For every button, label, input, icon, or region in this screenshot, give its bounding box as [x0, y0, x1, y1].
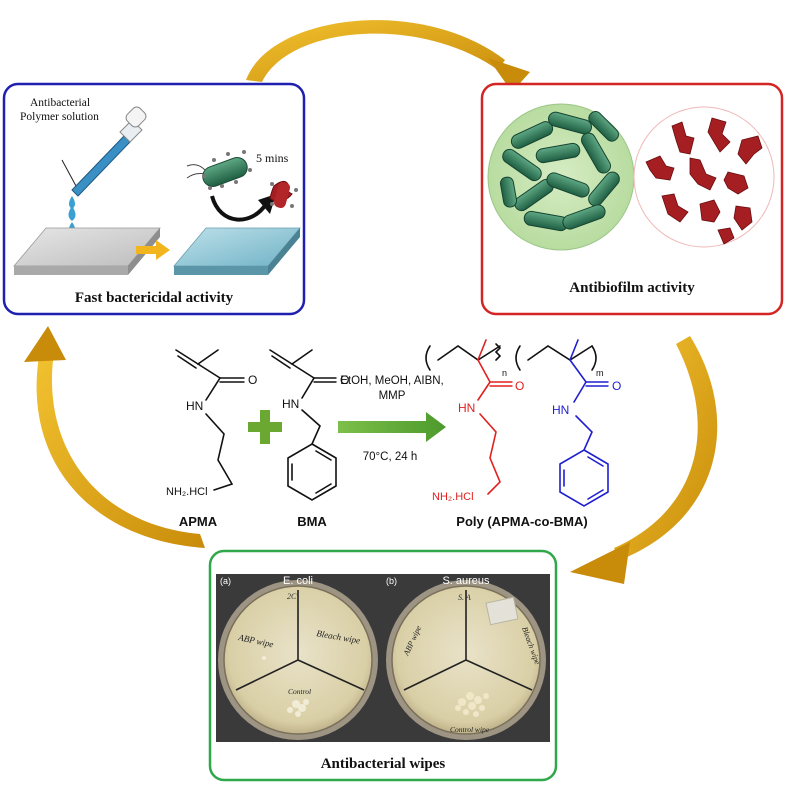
bma-structure	[269, 349, 337, 501]
product-bma-unit	[515, 339, 609, 507]
product-apma-unit	[425, 339, 513, 495]
cycle-arrow-right	[614, 336, 718, 560]
time-label: 5 mins	[256, 151, 289, 165]
cycle-arrows	[24, 20, 718, 584]
product-m-subscript: m	[596, 368, 604, 378]
plate-e-coli: (a) E. coli 2C ABP wipe Bleach wipe Cont…	[218, 575, 378, 740]
cycle-arrow-top	[246, 20, 505, 82]
process-arrow-icon	[136, 240, 170, 260]
plate-a-handwritten-top: 2C	[287, 592, 297, 601]
bma-carbonyl-o: O	[340, 373, 349, 387]
live-bacteria-cluster	[499, 111, 620, 232]
reaction-arrow-icon	[338, 412, 446, 442]
plate-a-label: (a)	[220, 576, 231, 586]
product-n-subscript: n	[502, 368, 507, 378]
plate-b-handwritten-top: S. A	[458, 593, 471, 602]
plus-icon	[248, 410, 282, 444]
apma-carbonyl-o: O	[248, 373, 257, 387]
dead-bacterium-icon	[269, 180, 298, 208]
dead-bacteria-cluster	[645, 117, 763, 245]
conditions-line2: MMP	[379, 390, 406, 402]
reaction-scheme: O HN NH₂.HCl APMA O HN BMA EtOH, MeOH, A…	[166, 339, 621, 529]
live-bacterium-icon	[186, 150, 252, 190]
plate-b-organism: S. aureus	[442, 575, 490, 587]
panel-caption-fast-bactericidal: Fast bactericidal activity	[75, 290, 234, 306]
pipette-icon	[71, 106, 147, 197]
cycle-arrow-right-head	[570, 542, 630, 584]
apma-structure	[175, 349, 245, 491]
panel-caption-wipes: Antibacterial wipes	[321, 756, 446, 772]
polymer-solution-label-line1: Antibacterial	[30, 97, 90, 109]
apma-hn: HN	[186, 399, 203, 413]
apma-name: APMA	[179, 514, 218, 529]
bma-hn: HN	[282, 397, 299, 411]
apma-salt: NH₂.HCl	[166, 486, 208, 498]
bma-name: BMA	[297, 514, 327, 529]
panel-antibacterial-wipes: (a) E. coli 2C ABP wipe Bleach wipe Cont…	[208, 549, 558, 782]
kill-arrow-icon	[210, 195, 268, 222]
polymer-solution-label-line2: Polymer solution	[20, 111, 99, 123]
cycle-arrow-left-head	[24, 326, 66, 362]
product-name: Poly (APMA-co-BMA)	[456, 514, 587, 529]
coated-slide-icon	[173, 227, 301, 275]
plate-s-aureus: (b) S. aureus S. A ABP wipe Bleach wipe …	[386, 575, 546, 740]
panel-antibiofilm: Antibiofilm activity	[480, 82, 784, 316]
product-apma-o: O	[515, 379, 524, 393]
product-salt: NH₂.HCl	[432, 491, 474, 503]
product-apma-hn: HN	[458, 401, 475, 415]
panel-caption-antibiofilm: Antibiofilm activity	[569, 280, 695, 296]
conditions-line3: 70°C, 24 h	[363, 451, 417, 463]
plate-b-label: (b)	[386, 576, 397, 586]
conditions-line1: EtOH, MeOH, AIBN,	[340, 375, 444, 387]
panel-fast-bactericidal: Antibacterial Polymer solution	[2, 82, 306, 316]
plate-a-organism: E. coli	[283, 575, 313, 587]
plate-a-section-bottom: Control	[288, 687, 311, 696]
product-bma-hn: HN	[552, 403, 569, 417]
product-bma-o: O	[612, 379, 621, 393]
plate-b-section-bottom: Control wipe	[450, 725, 490, 734]
